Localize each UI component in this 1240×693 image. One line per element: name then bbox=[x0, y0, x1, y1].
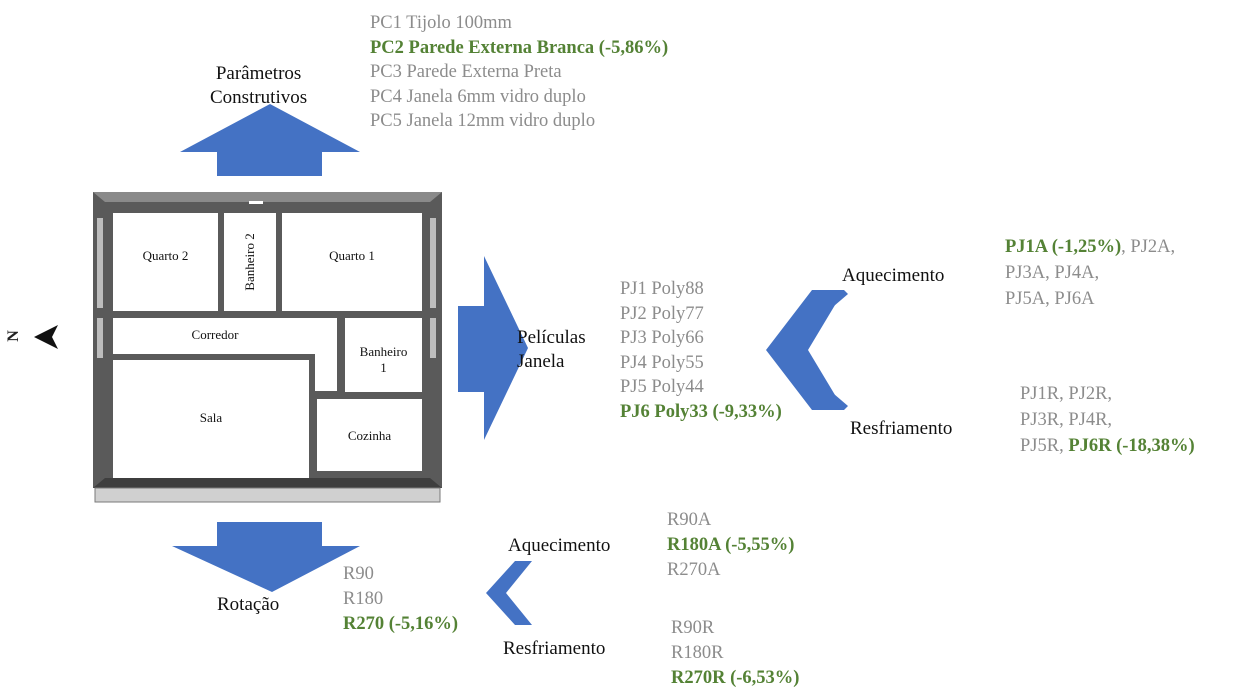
floor-plan bbox=[93, 192, 442, 503]
rotacao-resfriamento-list: R90R R180R R270R (-6,53%) bbox=[671, 616, 799, 691]
construtivos-label-line2: Construtivos bbox=[210, 87, 308, 108]
peliculas-item: PJ4 Poly55 bbox=[620, 352, 704, 373]
peliculas-resfriamento-label: Resfriamento bbox=[850, 418, 953, 439]
rotacao-resfriamento-item: R90R bbox=[671, 618, 715, 638]
peliculas-aquecimento-line: PJ1A (-1,25%), PJ2A, bbox=[1005, 234, 1175, 260]
arrow-right-peliculas bbox=[458, 256, 528, 440]
arrow-down-rotacao bbox=[172, 522, 360, 592]
peliculas-resfriamento-segment: PJ3R, PJ4R, bbox=[1020, 410, 1113, 430]
rotacao-item: R90 bbox=[343, 564, 374, 584]
rotacao-aquecimento-list: R90A R180A (-5,55%) R270A bbox=[667, 508, 794, 583]
peliculas-aquecimento-segment: PJ3A, PJ4A, bbox=[1005, 263, 1100, 283]
peliculas-aquecimento-line: PJ3A, PJ4A, bbox=[1005, 260, 1175, 286]
room-banheiro-1-line2: 1 bbox=[380, 360, 387, 375]
peliculas-label-line2: Janela bbox=[517, 351, 565, 372]
peliculas-label: Películas Janela bbox=[517, 326, 586, 374]
room-banheiro-2: Banheiro 2 bbox=[242, 233, 257, 291]
room-banheiro-1-line1: Banheiro bbox=[359, 344, 408, 359]
peliculas-label-line1: Películas bbox=[517, 327, 586, 348]
room-quarto-1: Quarto 1 bbox=[329, 248, 375, 263]
north-label: N bbox=[4, 330, 22, 342]
peliculas-aquecimento-line: PJ5A, PJ6A bbox=[1005, 286, 1175, 312]
chevron-rotacao bbox=[486, 561, 532, 625]
chevron-peliculas bbox=[766, 290, 844, 410]
peliculas-aquecimento-segment: PJ5A, PJ6A bbox=[1005, 289, 1095, 309]
construtivos-item: PC3 Parede Externa Preta bbox=[370, 62, 562, 82]
construtivos-item: PC4 Janela 6mm vidro duplo bbox=[370, 86, 586, 107]
peliculas-resfriamento-segment: PJ5R, bbox=[1020, 436, 1069, 456]
construtivos-label-line1: Parâmetros bbox=[215, 63, 302, 84]
peliculas-resfriamento-line: PJ1R, PJ2R, bbox=[1020, 381, 1195, 407]
north-arrow-icon bbox=[34, 325, 58, 349]
construtivos-item: PC2 Parede Externa Branca (-5,86%) bbox=[370, 37, 669, 58]
rotacao-item: R270 (-5,16%) bbox=[343, 614, 459, 634]
rotacao-label: Rotação bbox=[217, 594, 280, 615]
peliculas-item: PJ2 Poly77 bbox=[620, 303, 704, 324]
peliculas-aquecimento-list: PJ1A (-1,25%), PJ2A, PJ3A, PJ4A, PJ5A, PJ6… bbox=[1005, 234, 1175, 312]
construtivos-item: PC5 Janela 12mm vidro duplo bbox=[370, 111, 596, 131]
peliculas-resfriamento-line: PJ3R, PJ4R, bbox=[1020, 407, 1195, 433]
peliculas-aquecimento-segment: , PJ2A, bbox=[1121, 237, 1176, 257]
rotacao-resfriamento-item: R270R (-6,53%) bbox=[671, 668, 800, 688]
peliculas-item: PJ1 Poly88 bbox=[620, 279, 704, 299]
rotacao-item: R180 bbox=[343, 589, 384, 609]
rotacao-resfriamento-label: Resfriamento bbox=[503, 638, 606, 659]
peliculas-item: PJ5 Poly44 bbox=[620, 377, 704, 398]
rotacao-aquecimento-label: Aquecimento bbox=[508, 535, 611, 556]
peliculas-resfriamento-line: PJ5R, PJ6R (-18,38%) bbox=[1020, 433, 1195, 459]
construtivos-label: Parâmetros Construtivos bbox=[210, 62, 307, 110]
peliculas-resfriamento-segment: PJ1R, PJ2R, bbox=[1020, 384, 1113, 404]
room-cozinha: Cozinha bbox=[347, 428, 392, 443]
construtivos-item: PC1 Tijolo 100mm bbox=[370, 13, 512, 33]
rotacao-aquecimento-item: R270A bbox=[667, 560, 721, 580]
room-banheiro-1: Banheiro 1 bbox=[345, 344, 422, 376]
peliculas-item: PJ3 Poly66 bbox=[620, 328, 704, 349]
rotacao-resfriamento-item: R180R bbox=[671, 643, 724, 663]
arrow-up-construtivos bbox=[180, 104, 360, 176]
peliculas-resfriamento-segment: PJ6R (-18,38%) bbox=[1068, 436, 1195, 456]
room-sala: Sala bbox=[199, 410, 223, 425]
peliculas-item: PJ6 Poly33 (-9,33%) bbox=[620, 401, 782, 422]
room-corredor: Corredor bbox=[191, 327, 239, 342]
peliculas-aquecimento-label: Aquecimento bbox=[842, 265, 945, 286]
rotacao-aquecimento-item: R180A (-5,55%) bbox=[667, 535, 795, 555]
rotacao-aquecimento-item: R90A bbox=[667, 510, 712, 530]
peliculas-resfriamento-list: PJ1R, PJ2R, PJ3R, PJ4R, PJ5R, PJ6R (-18,38… bbox=[1020, 381, 1195, 459]
peliculas-aquecimento-segment: PJ1A (-1,25%) bbox=[1005, 237, 1122, 257]
room-quarto-2: Quarto 2 bbox=[142, 248, 189, 263]
